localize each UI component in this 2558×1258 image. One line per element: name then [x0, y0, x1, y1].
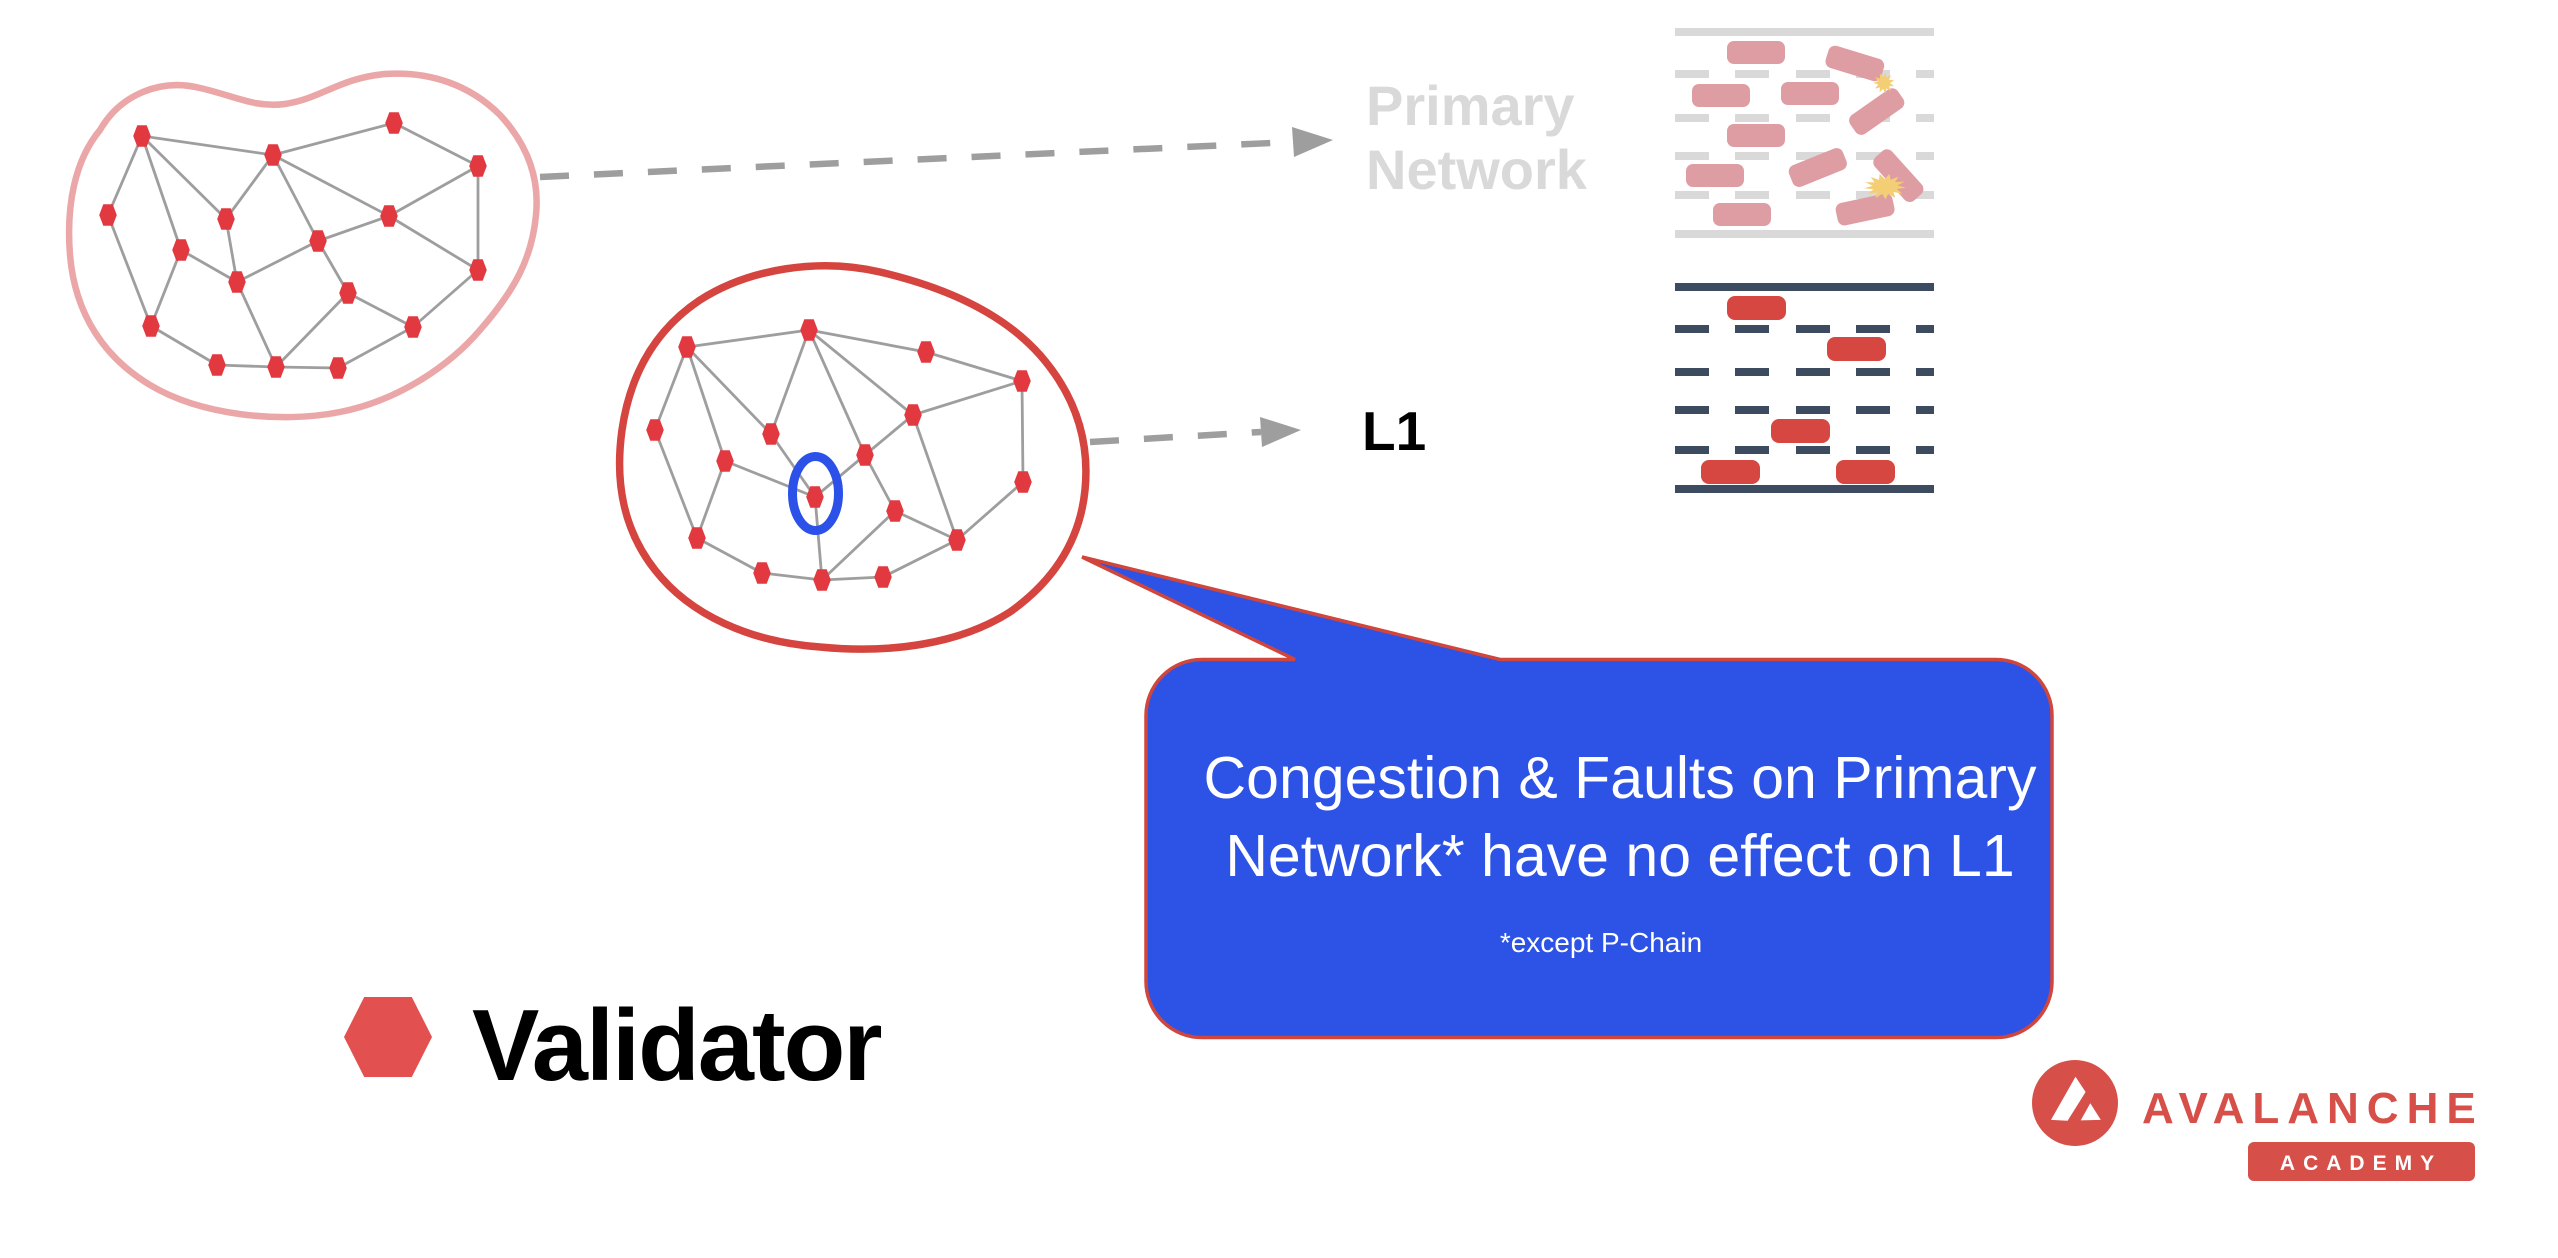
svg-text:Network* have no effect on L1: Network* have no effect on L1 [1225, 823, 2014, 889]
svg-text:L1: L1 [1362, 400, 1426, 462]
svg-text:AVALANCHE: AVALANCHE [2142, 1084, 2484, 1133]
svg-text:Network: Network [1366, 138, 1588, 201]
svg-text:Congestion & Faults on Primary: Congestion & Faults on Primary [1204, 745, 2037, 811]
svg-text:*except P-Chain: *except P-Chain [1500, 927, 1702, 958]
svg-text:ACADEMY: ACADEMY [2280, 1152, 2442, 1175]
svg-text:Validator: Validator [472, 990, 881, 1102]
svg-text:Primary: Primary [1366, 74, 1575, 137]
